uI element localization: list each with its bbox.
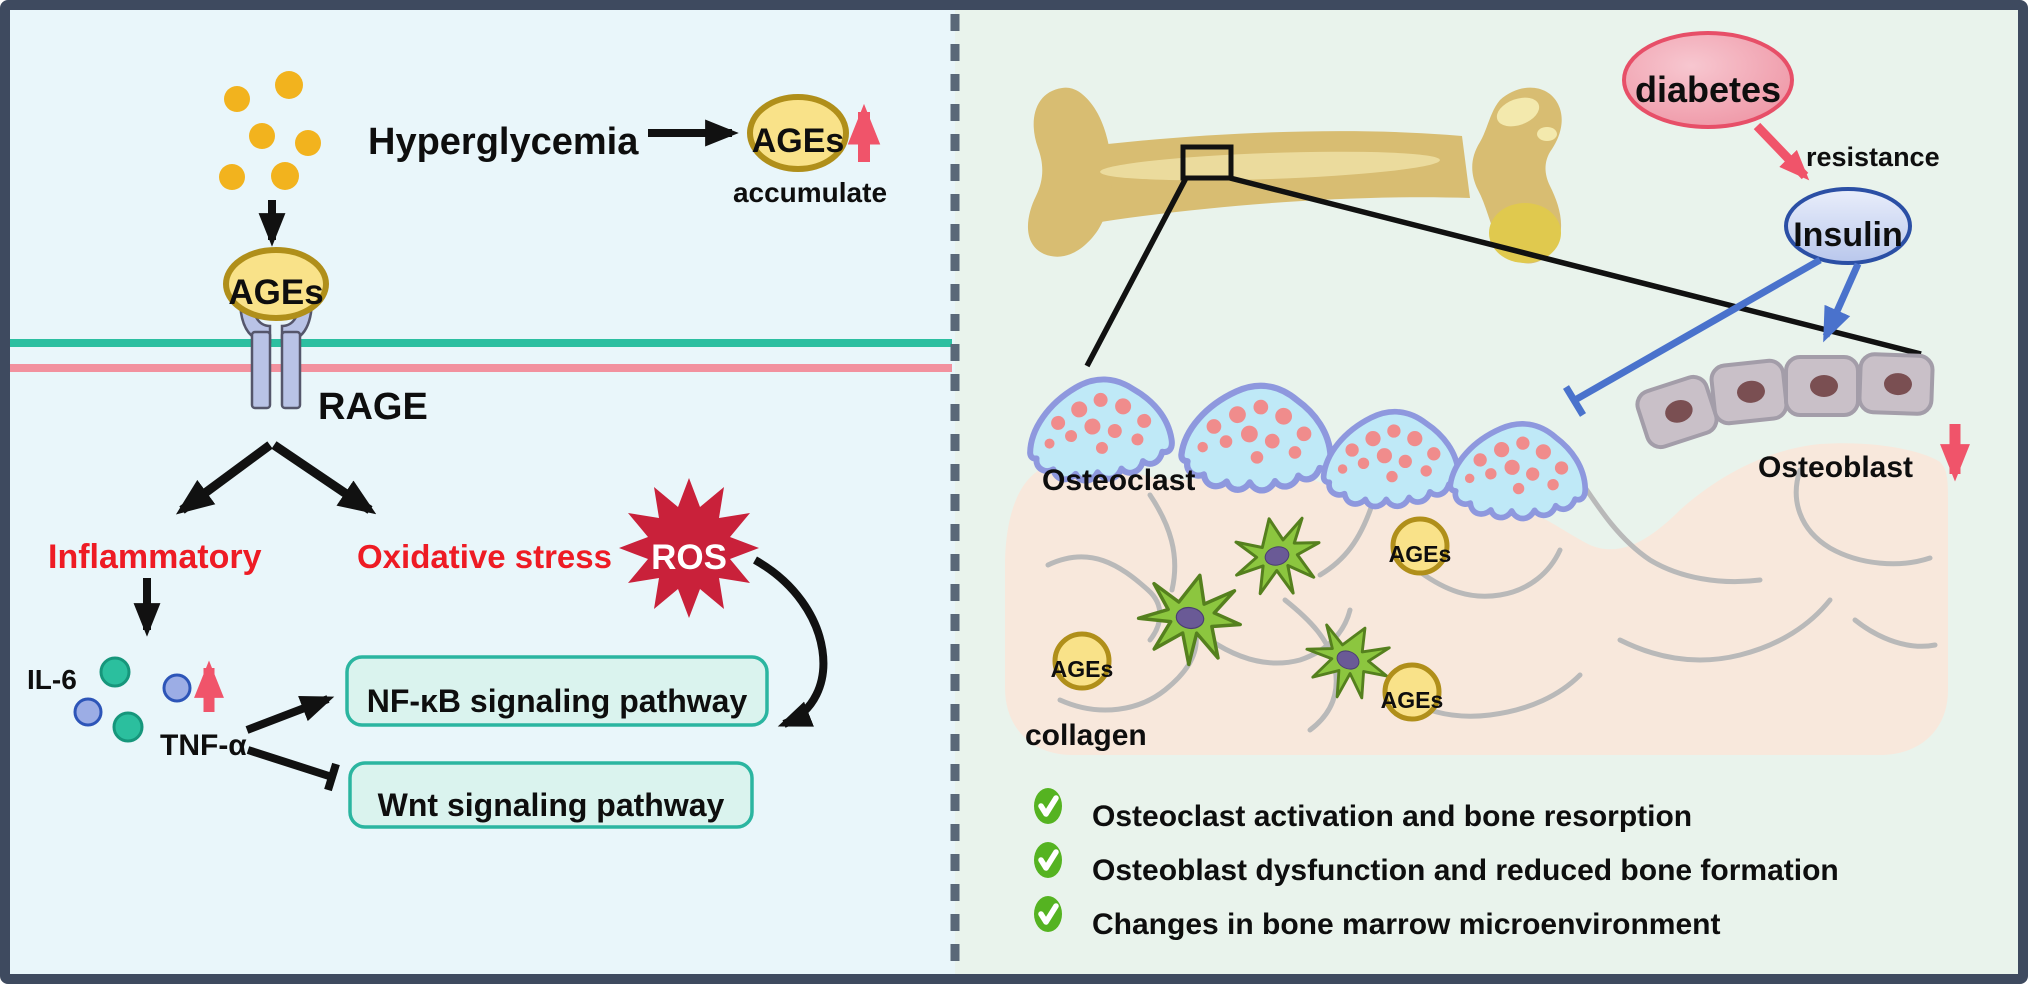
cell-membrane [10, 339, 952, 372]
nfkb-box [345, 655, 769, 727]
insulin-osteoblast-arrow [1822, 262, 1862, 343]
ros-to-nfkb-curve-arrow [753, 556, 828, 728]
collagen-fibers [1045, 467, 1938, 733]
tnf-wnt-inhibit-line [246, 746, 340, 792]
diabetes-insulin-arrow [1753, 122, 1810, 181]
osteoclast-label: Osteoclast [1042, 464, 1196, 497]
checkmark-icon [1034, 788, 1062, 824]
insulin-osteoclast-inhibit-line [1563, 256, 1822, 417]
matrix-ages-label: AGEs [1388, 541, 1452, 567]
oxidative-stress-label: Oxidative stress [357, 538, 612, 575]
osteoblast-cell [1859, 354, 1933, 414]
glucose-dots [219, 71, 321, 190]
diabetes-ellipse [1622, 31, 1794, 129]
ros-starburst-icon [619, 478, 759, 618]
hyperglycemia-label: Hyperglycemia [368, 121, 639, 163]
matrix-ages-label: AGEs [1380, 687, 1444, 713]
checkmark-icon [1034, 842, 1062, 878]
branch-arrows [175, 441, 377, 515]
rage-label: RAGE [318, 386, 428, 428]
checklist-item: Osteoclast activation and bone resorptio… [1092, 800, 1693, 833]
osteoclast-cell [1180, 383, 1333, 493]
collagen-label: collagen [1025, 719, 1147, 752]
checkmark-icon [1034, 896, 1062, 932]
inflammatory-label: Inflammatory [48, 538, 262, 576]
insulin-ellipse [1784, 187, 1912, 265]
matrix-ages-circles [1052, 516, 1450, 722]
wnt-box [348, 761, 754, 829]
resistance-label: resistance [1806, 142, 1940, 172]
accumulate-label: accumulate [732, 177, 888, 208]
ages-accumulate-circle [747, 94, 849, 172]
checklist-item: Changes in bone marrow microenvironment [1092, 908, 1721, 941]
tnf-nfkb-arrow [245, 695, 335, 734]
diabetes-label: diabetes [1634, 69, 1782, 110]
ages-ligand-oval [223, 247, 329, 321]
ros-label: ROS [651, 538, 727, 577]
osteoblast-cell [1784, 355, 1860, 417]
il6-label: IL-6 [27, 664, 77, 695]
matrix-ages-label: AGEs [1050, 656, 1114, 682]
bone-matrix [1005, 443, 1948, 755]
osteoblast-label: Osteoblast [1758, 451, 1914, 484]
nfkb-pathway-label: NF-κB signaling pathway [366, 683, 748, 719]
magnify-lines [1084, 175, 1922, 368]
bone-illustration [1027, 87, 1562, 264]
osteoclast-cell [1449, 420, 1589, 522]
osteoclast-cell [1324, 412, 1459, 507]
ages-ligand-label: AGEs [228, 273, 324, 312]
wnt-pathway-label: Wnt signaling pathway [377, 787, 725, 823]
insulin-label: Insulin [1793, 216, 1903, 254]
tnf-alpha-label: TNF-α [160, 729, 247, 762]
checklist-item: Osteoblast dysfunction and reduced bone … [1092, 854, 1839, 887]
ages-accumulate-label: AGEs [751, 122, 845, 160]
bone-callout-rect [1180, 144, 1234, 181]
osteoblast-cell [1631, 371, 1723, 453]
osteoblast-cell [1708, 357, 1790, 427]
cytokine-dots [73, 656, 192, 743]
